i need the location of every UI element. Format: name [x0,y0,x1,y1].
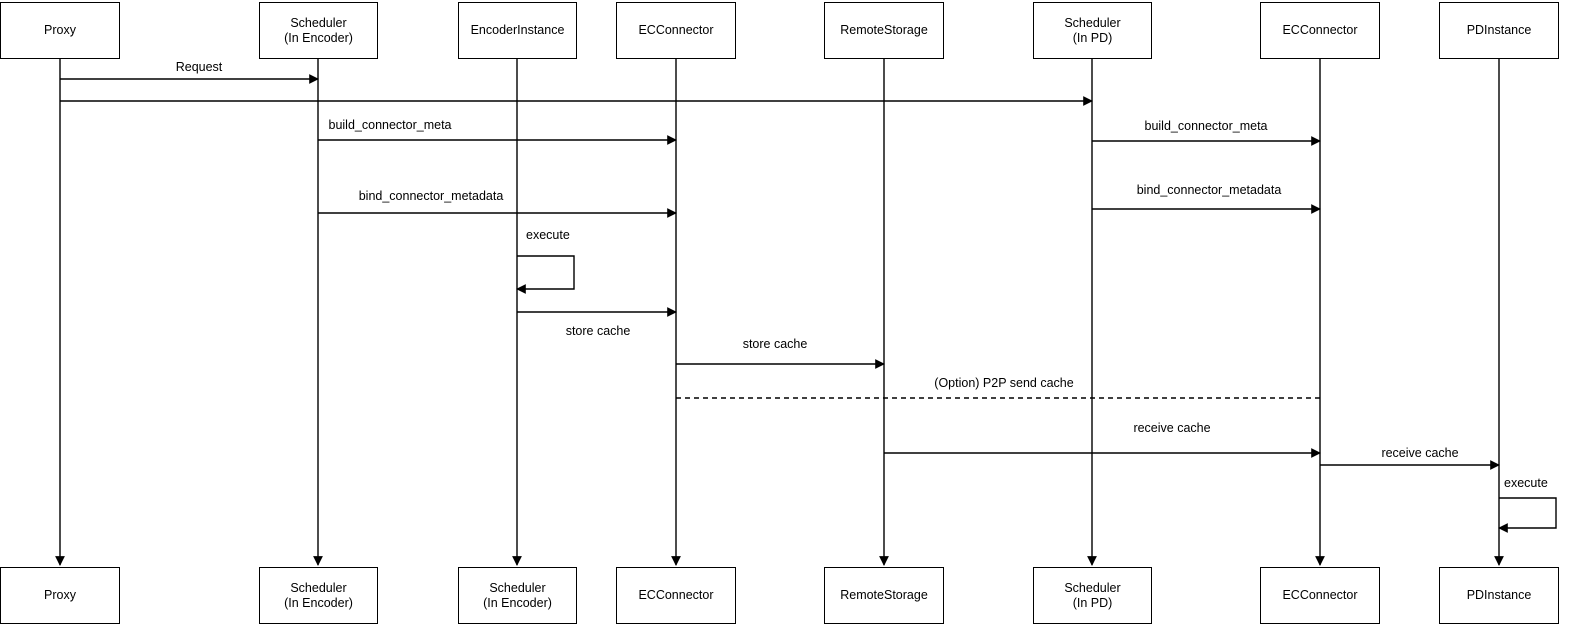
message-label-receive-cache-ecc-to-pd: receive cache [1381,446,1459,460]
lifeline-box-encoder-instance-top[interactable]: EncoderInstance [458,2,577,59]
lifeline-box-proxy-bottom[interactable]: Proxy [0,567,120,624]
lifeline-label-primary: PDInstance [1466,23,1532,37]
lifeline-label-primary: Scheduler [489,580,546,595]
lifeline-box-pd-instance-top[interactable]: PDInstance [1439,2,1559,59]
lifeline-label-primary: Scheduler [1064,580,1121,595]
lifeline-box-remote-storage-bottom[interactable]: RemoteStorage [824,567,944,624]
message-label-build-connector-meta-pd: build_connector_meta [1144,119,1268,133]
lifeline-box-encoder-instance-bottom[interactable]: Scheduler(In Encoder) [458,567,577,624]
message-label-bind-connector-metadata-pd: bind_connector_metadata [1136,183,1282,197]
lifeline-label-primary: ECConnector [638,23,714,37]
lifeline-box-scheduler-pd-bottom[interactable]: Scheduler(In PD) [1033,567,1152,624]
self-message-label-execute-pd-instance: execute [1504,476,1548,490]
lifeline-box-pd-instance-bottom[interactable]: PDInstance [1439,567,1559,624]
lifeline-box-scheduler-pd-top[interactable]: Scheduler(In PD) [1033,2,1152,59]
lifeline-label-secondary: (In Encoder) [284,30,353,45]
lifeline-label-secondary: (In Encoder) [284,595,353,610]
lifeline-label-secondary: (In Encoder) [483,595,552,610]
lifeline-box-scheduler-encoder-bottom[interactable]: Scheduler(In Encoder) [259,567,378,624]
lifeline-label-secondary: (In PD) [1072,595,1113,610]
message-label-build-connector-meta-enc: build_connector_meta [328,118,452,132]
lifeline-label-primary: ECConnector [1282,23,1358,37]
lifeline-label-primary: RemoteStorage [840,23,928,37]
lifeline-box-ec-connector-left-top[interactable]: ECConnector [616,2,736,59]
lifeline-label-primary: Scheduler [1064,15,1121,30]
message-label-p2p-send-cache: (Option) P2P send cache [934,376,1074,390]
self-message-loop-execute-encoder-instance[interactable] [516,255,575,294]
lifeline-box-ec-connector-left-bottom[interactable]: ECConnector [616,567,736,624]
message-label-request: Request [175,60,223,74]
lifeline-lines-group [55,59,1504,566]
lifeline-label-primary: ECConnector [1282,588,1358,602]
message-label-receive-cache-rs-to-ecc: receive cache [1133,421,1211,435]
lifeline-label-primary: Proxy [44,588,76,602]
lifeline-box-proxy-top[interactable]: Proxy [0,2,120,59]
lifeline-label-primary: RemoteStorage [840,588,928,602]
self-message-loop-execute-pd-instance[interactable] [1498,497,1557,533]
message-label-store-cache-ecc-to-rs: store cache [742,337,808,351]
lifeline-label-primary: EncoderInstance [470,23,565,37]
lifeline-box-scheduler-encoder-top[interactable]: Scheduler(In Encoder) [259,2,378,59]
self-message-label-execute-encoder-instance: execute [526,228,570,242]
message-arrows-group [60,74,1500,470]
lifeline-label-primary: Scheduler [290,15,347,30]
self-message-loops-group [516,255,1557,533]
lifeline-box-ec-connector-right-bottom[interactable]: ECConnector [1260,567,1380,624]
lifeline-label-primary: Scheduler [290,580,347,595]
message-label-store-cache-enc-to-ecc: store cache [565,324,631,338]
lifeline-label-secondary: (In PD) [1072,30,1113,45]
lifeline-label-primary: Proxy [44,23,76,37]
lifeline-label-primary: PDInstance [1466,588,1532,602]
lifeline-label-primary: ECConnector [638,588,714,602]
lifeline-box-remote-storage-top[interactable]: RemoteStorage [824,2,944,59]
message-label-bind-connector-metadata-enc: bind_connector_metadata [358,189,504,203]
lifeline-box-ec-connector-right-top[interactable]: ECConnector [1260,2,1380,59]
